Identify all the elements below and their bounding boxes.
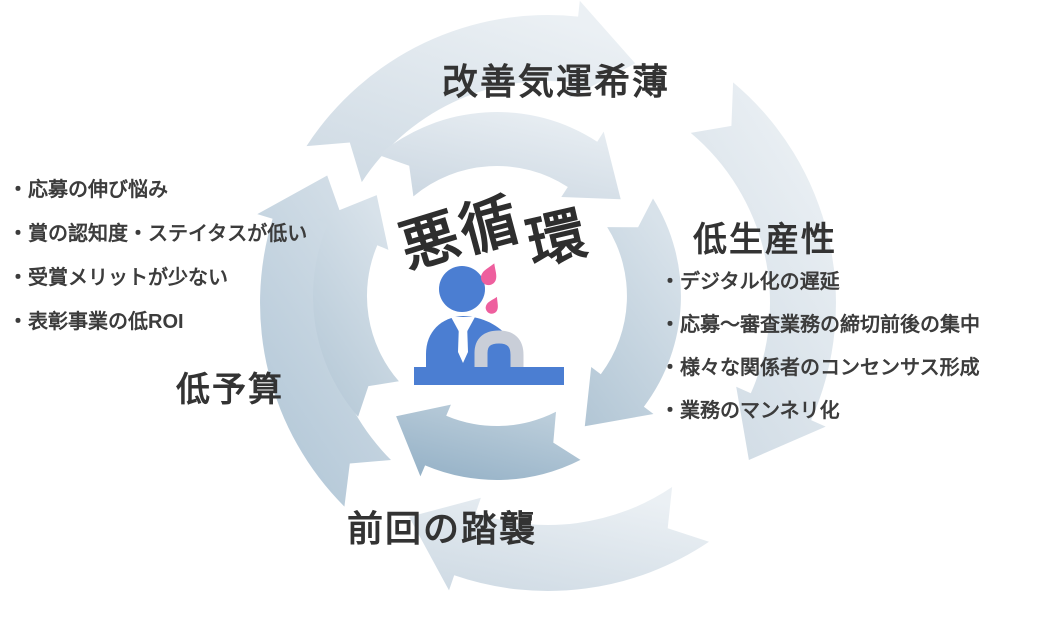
bullet-item: ・応募の伸び悩み	[8, 179, 168, 201]
bullet-item: ・表彰事業の低ROI	[8, 311, 184, 333]
cycle-arrow	[690, 82, 836, 461]
right-bullet-list: ・デジタル化の遅延 ・応募～審査業務の締切前後の集中 ・様々な関係者のコンセンサ…	[660, 270, 980, 442]
bullet-item: ・応募～審査業務の締切前後の集中	[660, 314, 980, 336]
cycle-arrow	[396, 404, 581, 480]
bullet-item: ・受賞メリットが少ない	[8, 267, 228, 289]
cycle-label-bottom: 前回の踏襲	[347, 508, 538, 549]
cycle-label-right: 低生産性	[693, 221, 837, 259]
bullet-item: ・業務のマンネリ化	[660, 400, 840, 422]
cycle-arrow	[312, 195, 399, 417]
bullet-item: ・デジタル化の遅延	[660, 271, 840, 293]
cycle-label-left: 低予算	[176, 371, 284, 409]
center-title: 悪循環	[393, 185, 595, 282]
cycle-label-top: 改善気運希薄	[442, 61, 671, 102]
cycle-arrow	[378, 111, 621, 200]
cycle-arrow	[584, 198, 681, 427]
bullet-item: ・賞の認知度・ステイタスが低い	[8, 223, 308, 245]
cycle-arrow	[409, 487, 709, 592]
sweat-drop-icon	[485, 296, 498, 314]
cycle-arrow	[306, 0, 636, 183]
bullet-item: ・様々な関係者のコンセンサス形成	[660, 357, 980, 379]
sweat-drop-icon	[481, 263, 497, 286]
worried-person-at-desk-icon	[414, 263, 564, 385]
left-bullet-list: ・応募の伸び悩み ・賞の認知度・ステイタスが低い ・受賞メリットが少ない ・表彰…	[8, 178, 307, 354]
center-title-char: 環	[521, 200, 595, 278]
